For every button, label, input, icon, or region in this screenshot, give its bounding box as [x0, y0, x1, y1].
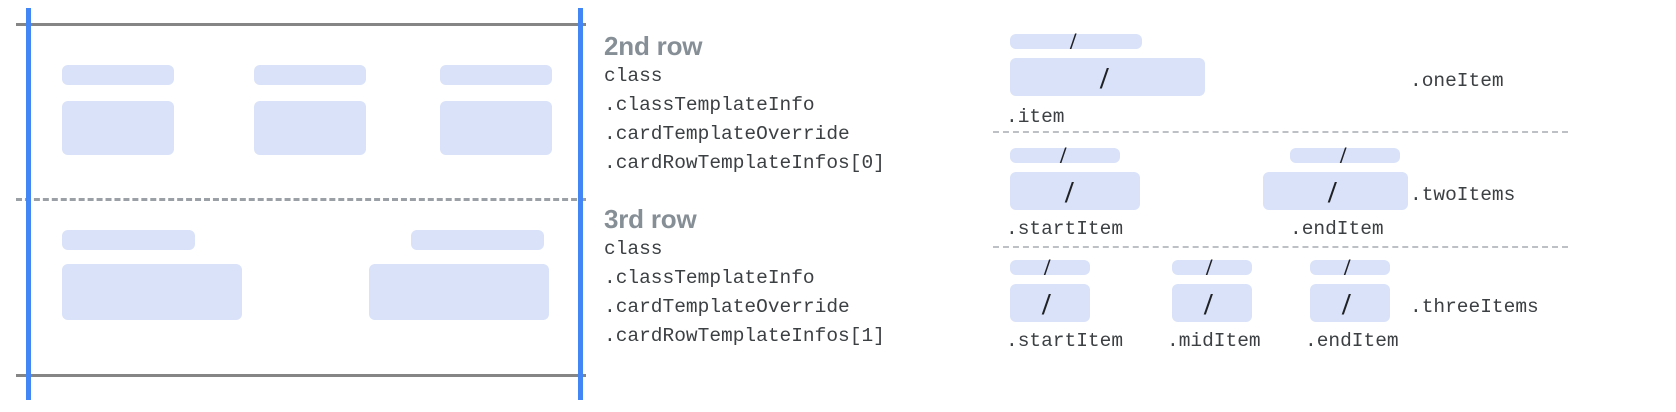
item-name-label: .startItem: [1006, 218, 1124, 240]
card-row-layout-preview: [0, 0, 600, 412]
content-box: [369, 264, 549, 320]
item-label-bar: [1010, 34, 1142, 49]
slash-glyph: /: [1100, 60, 1109, 95]
content-box: [62, 264, 242, 320]
item-content-box: [1010, 284, 1090, 322]
slash-glyph: /: [1206, 255, 1213, 280]
item-content-box: [1263, 172, 1408, 210]
caption-line: .classTemplateInfo: [604, 267, 815, 289]
item-content-box: [1172, 284, 1252, 322]
template-section-one-item: / / .item .oneItem: [960, 0, 1676, 132]
item-content-box: [1010, 172, 1140, 210]
label-bar: [411, 230, 544, 250]
caption-heading: 2nd row: [604, 31, 703, 61]
slash-glyph: /: [1342, 286, 1351, 321]
slash-glyph: /: [1044, 255, 1051, 280]
row-template-variants: / / .item .oneItem / / .startItem / / .e…: [960, 0, 1676, 412]
caption-line: class: [604, 65, 663, 87]
caption-line: .cardRowTemplateInfos[1]: [604, 325, 885, 347]
label-bar: [254, 65, 366, 85]
card-bottom-rule: [16, 374, 586, 377]
label-bar: [62, 65, 174, 85]
content-box: [254, 101, 366, 155]
item-name-label: .item: [1006, 106, 1065, 128]
template-section-two-items: / / .startItem / / .endItem .twoItems: [960, 132, 1676, 240]
variant-name-label: .oneItem: [1410, 70, 1504, 92]
item-label-bar: [1010, 260, 1090, 275]
caption-group-2nd-row: 2nd row class .classTemplateInfo .cardTe…: [604, 30, 885, 178]
slash-glyph: /: [1070, 29, 1077, 54]
slash-glyph: /: [1340, 143, 1347, 168]
row-captions: 2nd row class .classTemplateInfo .cardTe…: [604, 0, 954, 412]
item-label-bar: [1172, 260, 1252, 275]
label-bar: [440, 65, 552, 85]
label-bar: [62, 230, 195, 250]
item-name-label: .midItem: [1167, 330, 1261, 352]
content-box: [62, 101, 174, 155]
row-guide-right: [578, 8, 583, 400]
item-name-label: .startItem: [1006, 330, 1124, 352]
slash-glyph: /: [1060, 143, 1067, 168]
item-content-box: [1010, 58, 1205, 96]
caption-line: .cardTemplateOverride: [604, 296, 850, 318]
item-label-bar: [1290, 148, 1400, 163]
row-guide-left: [26, 8, 31, 400]
variant-divider-dotted: [993, 131, 1568, 133]
template-section-three-items: / / .startItem / / .midItem / / .endItem…: [960, 246, 1676, 356]
caption-line: class: [604, 238, 663, 260]
slash-glyph: /: [1328, 174, 1337, 209]
item-name-label: .endItem: [1305, 330, 1399, 352]
caption-line: .classTemplateInfo: [604, 94, 815, 116]
item-content-box: [1310, 284, 1390, 322]
item-name-label: .endItem: [1290, 218, 1384, 240]
slash-glyph: /: [1204, 286, 1213, 321]
item-label-bar: [1010, 148, 1120, 163]
content-box: [440, 101, 552, 155]
card-top-rule: [16, 23, 586, 26]
caption-line: .cardRowTemplateInfos[0]: [604, 152, 885, 174]
item-label-bar: [1310, 260, 1390, 275]
variant-name-label: .twoItems: [1410, 184, 1516, 206]
variant-divider-dotted: [993, 246, 1568, 248]
slash-glyph: /: [1065, 174, 1074, 209]
caption-group-3rd-row: 3rd row class .classTemplateInfo .cardTe…: [604, 203, 885, 351]
slash-glyph: /: [1344, 255, 1351, 280]
variant-name-label: .threeItems: [1410, 296, 1539, 318]
caption-heading: 3rd row: [604, 204, 697, 234]
slash-glyph: /: [1042, 286, 1051, 321]
caption-line: .cardTemplateOverride: [604, 123, 850, 145]
row-divider-dashed: [16, 198, 586, 201]
